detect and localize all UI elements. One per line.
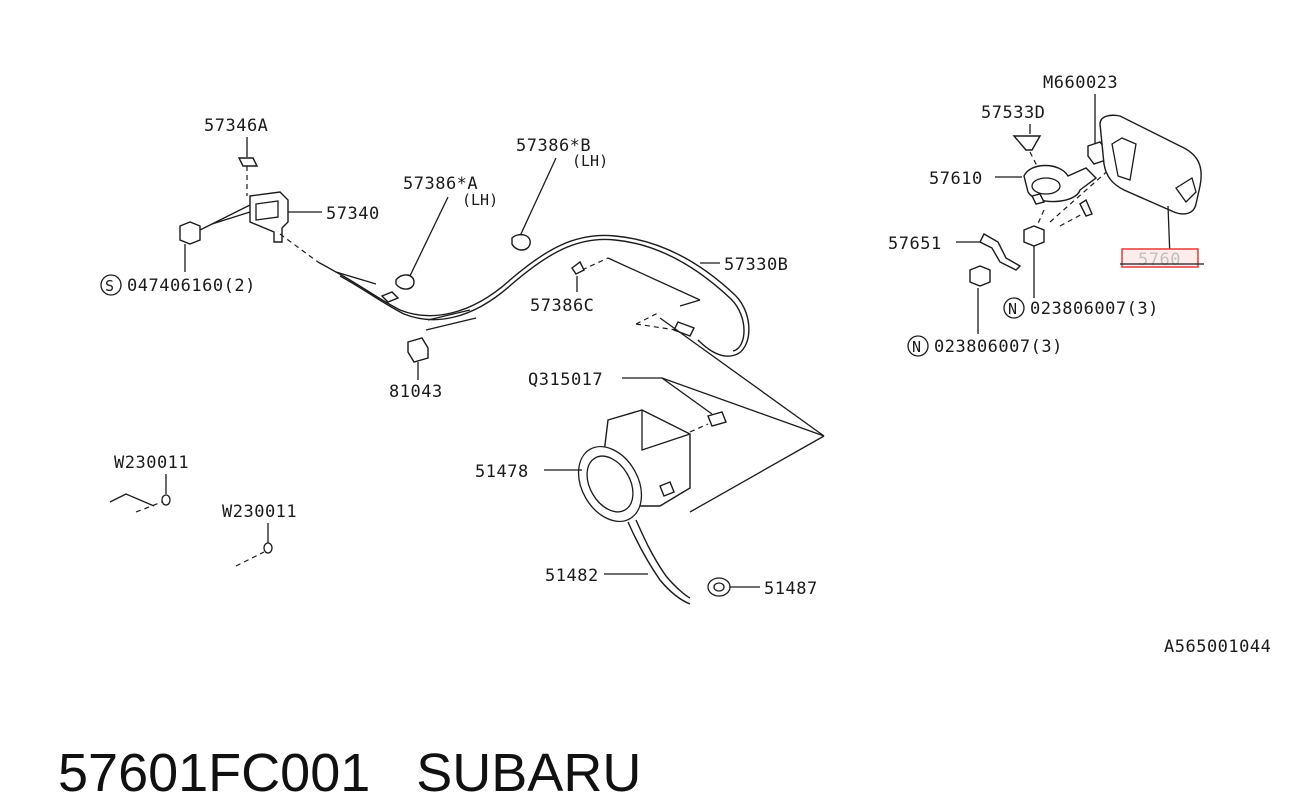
label-57386C[interactable]: 57386C (530, 296, 594, 316)
filler-housing-assembly: Q315017 51478 (475, 317, 825, 523)
cable-57330B: 57330B (335, 234, 788, 357)
clip-57386A (395, 274, 415, 290)
parts-diagram: 57346A 57340 S 047406160(2) 57330B (100, 73, 1271, 657)
label-57386A-lh: (LH) (462, 191, 498, 209)
label-57533D[interactable]: 57533D (981, 103, 1045, 123)
clip-57346A (237, 157, 259, 167)
highlight-box-5760 (1121, 248, 1199, 268)
clip-57386C (571, 260, 585, 275)
label-81043[interactable]: 81043 (389, 382, 443, 402)
label-51478[interactable]: 51478 (475, 462, 529, 482)
label-W230011-b[interactable]: W230011 (222, 502, 297, 522)
washer-W230011-a: W230011 (109, 453, 189, 513)
label-57651[interactable]: 57651 (888, 234, 942, 254)
drain-tube-51482 (627, 521, 691, 605)
label-57386A[interactable]: 57386*A (403, 174, 478, 194)
fuel-lid-assembly: M660023 57533D 57610 5760 57651 (888, 73, 1204, 357)
spring-57651 (979, 233, 1022, 271)
s-symbol (100, 274, 122, 296)
n-symbol-a (1003, 297, 1025, 319)
n-symbol-b (907, 335, 929, 357)
drain-tube-assembly: 51482 (545, 519, 691, 605)
label-Q315017[interactable]: Q315017 (528, 370, 603, 390)
nut-023806007-a (1023, 225, 1045, 247)
label-M660023[interactable]: M660023 (1043, 73, 1118, 93)
clip-57386B (511, 233, 531, 251)
label-5760[interactable]: 5760 (1138, 250, 1181, 270)
label-57330B[interactable]: 57330B (724, 255, 788, 275)
n-mark-b: N (912, 338, 921, 356)
bolt-047406160 (179, 221, 201, 245)
label-57610[interactable]: 57610 (929, 169, 983, 189)
label-57346A[interactable]: 57346A (204, 116, 268, 136)
cable-end-fitting (673, 321, 695, 337)
label-57386B[interactable]: 57386*B (516, 136, 591, 156)
label-023806007-b[interactable]: 023806007(3) (934, 337, 1063, 357)
label-57386B-lh: (LH) (572, 152, 608, 170)
brand-name: SUBARU (416, 743, 642, 803)
bumper-57533D (1012, 135, 1042, 151)
footer-caption: 57601FC001 SUBARU (28, 680, 641, 804)
label-W230011-a[interactable]: W230011 (114, 453, 189, 473)
label-57340[interactable]: 57340 (326, 204, 380, 224)
clip-57386A-assembly: 57386*A (LH) (380, 174, 498, 303)
label-51487[interactable]: 51487 (764, 579, 818, 599)
label-51482[interactable]: 51482 (545, 566, 599, 586)
grommet-81043 (407, 337, 429, 363)
clip-57386C-assembly: 57386C (530, 260, 594, 316)
diagram-code: A565001044 (1164, 637, 1271, 657)
screw-Q315017 (707, 411, 727, 427)
washer-W230011-b: W230011 (222, 502, 297, 567)
fuel-lid-5760 (1099, 114, 1202, 215)
lever-bracket-assembly: 57346A 57340 S 047406160(2) (100, 116, 380, 296)
nut-023806007-b (969, 265, 991, 287)
clip-57386B-assembly: 57386*B (LH) (511, 136, 608, 251)
s-mark: S (105, 277, 114, 295)
label-047406160[interactable]: 047406160(2) (127, 276, 256, 296)
cable-retainer (380, 291, 400, 303)
part-number: 57601FC001 (58, 743, 371, 803)
label-023806007-a[interactable]: 023806007(3) (1030, 299, 1159, 319)
n-mark-a: N (1008, 300, 1017, 318)
grommet-81043-assembly: 81043 (389, 309, 477, 402)
grommet-51487-assembly: 51487 (707, 577, 818, 599)
